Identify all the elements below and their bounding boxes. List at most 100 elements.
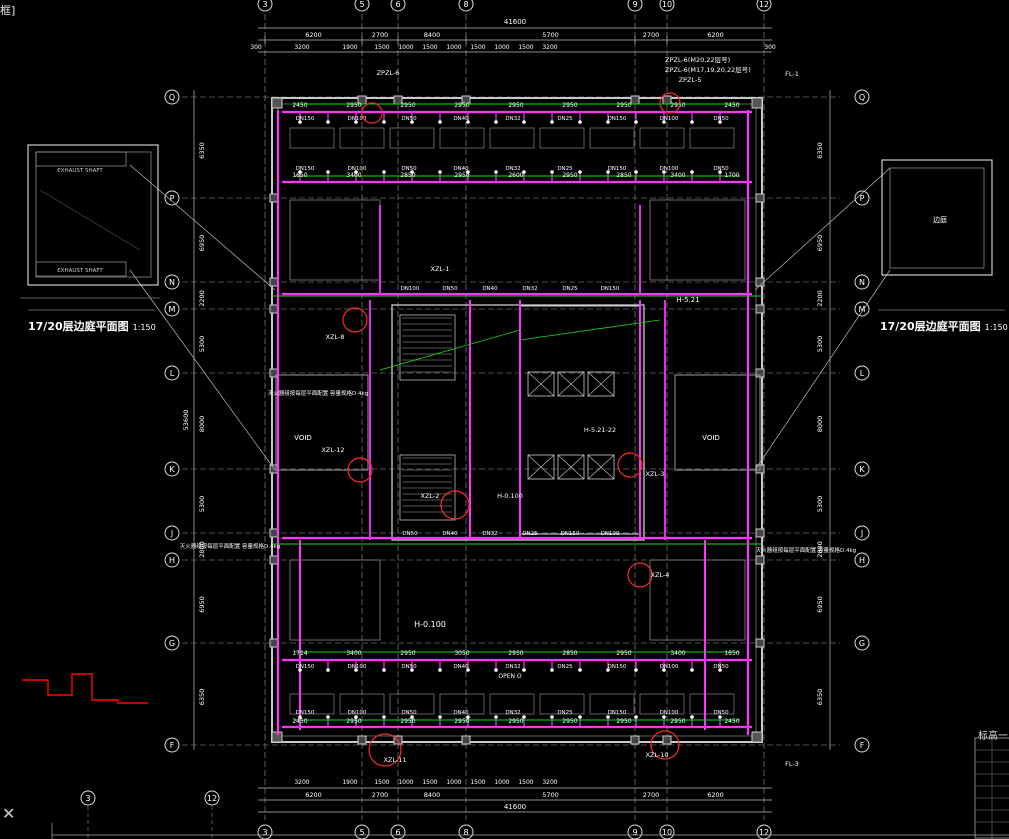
sprinkler-head bbox=[438, 120, 442, 124]
dn-tag: DN40 bbox=[482, 286, 498, 292]
dn-tag: DN100 bbox=[401, 286, 420, 292]
grid-bubble-bottom-label: 5 bbox=[359, 828, 364, 837]
corner-column bbox=[751, 97, 763, 109]
callout-arc bbox=[368, 733, 402, 767]
dn-tag: DN150 bbox=[561, 531, 580, 537]
column bbox=[269, 368, 279, 378]
sprinkler-head bbox=[354, 120, 358, 124]
sprinkler-head bbox=[410, 715, 414, 719]
pipe-spacing-label: 2850 bbox=[400, 172, 415, 179]
grid-bubble-right-label: J bbox=[860, 529, 863, 538]
callout-right-label: XZL-4 bbox=[651, 571, 670, 579]
pipe-spacing-label: 3400 bbox=[670, 172, 685, 179]
grid-bubble-bottom bbox=[354, 824, 370, 839]
room-upper-right bbox=[649, 199, 746, 281]
pipe-spacing-label: 2850 bbox=[562, 650, 577, 657]
pipe-spacing-label: 2450 bbox=[292, 718, 307, 725]
grid-bubble-left-label: P bbox=[170, 194, 175, 203]
sprinkler-head bbox=[466, 170, 470, 174]
grid-bubble-right bbox=[854, 737, 870, 753]
sprinkler-head bbox=[578, 170, 582, 174]
fire-extinguisher-note-right: 灭火器组按每层平面配置 容量规格D.4kg bbox=[756, 546, 856, 554]
sprinkler-head bbox=[578, 668, 582, 672]
dn-tag: DN50 bbox=[713, 664, 729, 670]
dim-bottom-b: 1500 bbox=[374, 779, 389, 786]
pipe-spacing-label: 2950 bbox=[400, 718, 415, 725]
grid-bubble-right-label: M bbox=[859, 305, 866, 314]
sprinkler-head bbox=[718, 170, 722, 174]
stair-lower bbox=[399, 454, 456, 521]
column bbox=[269, 304, 279, 314]
sprinkler-head bbox=[606, 170, 610, 174]
dim-top-a: 5700 bbox=[542, 31, 559, 39]
pipe-spacing-label: 1650 bbox=[724, 650, 739, 657]
dim-left: 5300 bbox=[198, 336, 206, 353]
pipe-spacing-label: 2950 bbox=[346, 718, 361, 725]
office-cubicle-top bbox=[489, 127, 535, 149]
dn-tag: DN50 bbox=[442, 286, 458, 292]
dn-tag: DN100 bbox=[660, 710, 679, 716]
dn-tag: DN100 bbox=[348, 710, 367, 716]
elevation-mark: H-5.21-22 bbox=[584, 426, 616, 434]
sprinkler-head bbox=[634, 715, 638, 719]
dn-tag: DN50 bbox=[401, 116, 417, 122]
dim-right: 2200 bbox=[816, 290, 824, 307]
grid-bubble-left bbox=[164, 365, 180, 381]
dim-bottom-a: 5700 bbox=[542, 791, 559, 799]
dim-top-a: 2700 bbox=[372, 31, 389, 39]
sprinkler-head bbox=[578, 715, 582, 719]
office-cubicle-bottom bbox=[389, 693, 435, 715]
dim-right: 6350 bbox=[816, 142, 824, 159]
grid-bubble-right-label: N bbox=[859, 278, 865, 287]
grid-bubble-right bbox=[854, 635, 870, 651]
column bbox=[630, 735, 640, 745]
dim-right: 2800 bbox=[816, 541, 824, 558]
core-lift-lobby bbox=[519, 305, 641, 535]
office-cubicle-top bbox=[689, 127, 735, 149]
elevator-shaft-x bbox=[587, 371, 615, 397]
fire-extinguisher-note-left: 灭火器组按每层平面配置 容量规格D.4kg bbox=[180, 542, 280, 550]
office-cubicle-bottom bbox=[339, 693, 385, 715]
grid-bubble-left bbox=[164, 89, 180, 105]
exhaust-shaft-top bbox=[35, 151, 127, 167]
sprinkler-head bbox=[466, 668, 470, 672]
grid-bubble-right bbox=[854, 274, 870, 290]
dim-top-b: 1000 bbox=[398, 44, 413, 51]
elevator-shaft bbox=[557, 454, 585, 480]
bottom-grid-bubble-label: 3 bbox=[85, 794, 90, 803]
office-cubicle-bottom bbox=[489, 693, 535, 715]
column bbox=[269, 528, 279, 538]
grid-bubble-left-label: F bbox=[170, 741, 175, 750]
void-left bbox=[275, 374, 369, 471]
sprinkler-head bbox=[522, 170, 526, 174]
grid-bubble-left bbox=[164, 525, 180, 541]
view-leader bbox=[754, 167, 891, 291]
elevation-step-line bbox=[22, 673, 148, 704]
dim-top-b: 3200 bbox=[294, 44, 309, 51]
right-side-view-name: 17/20层边庭平面图 bbox=[880, 320, 981, 333]
sprinkler-head bbox=[718, 668, 722, 672]
sprinkler-head bbox=[662, 715, 666, 719]
dim-left: 6950 bbox=[198, 596, 206, 613]
callout-left-label: XZL-1 bbox=[431, 265, 450, 273]
stair-upper bbox=[399, 314, 456, 381]
dn-tag: DN40 bbox=[453, 664, 469, 670]
grid-bubble-right bbox=[854, 525, 870, 541]
dn-tag: DN150 bbox=[608, 166, 627, 172]
pipe-spacing-label: 2950 bbox=[508, 650, 523, 657]
grid-bubble-bottom-label: 8 bbox=[463, 828, 468, 837]
grid-bubble-left bbox=[164, 552, 180, 568]
grid-bubble-top-label: 8 bbox=[463, 0, 468, 9]
sprinkler-head bbox=[550, 715, 554, 719]
pipe-spacing-label: 2950 bbox=[454, 718, 469, 725]
sprinkler-head bbox=[466, 120, 470, 124]
right-side-view-scale: 1:150 bbox=[984, 323, 1008, 332]
dn-tag: DN150 bbox=[296, 166, 315, 172]
sprinkler-head bbox=[690, 668, 694, 672]
grid-bubble-left bbox=[164, 635, 180, 651]
close-icon[interactable]: ✕ bbox=[2, 804, 16, 823]
dim-left: 5300 bbox=[198, 496, 206, 513]
pipe-spacing-label: 3400 bbox=[346, 650, 361, 657]
dim-top-a: 6200 bbox=[305, 31, 322, 39]
